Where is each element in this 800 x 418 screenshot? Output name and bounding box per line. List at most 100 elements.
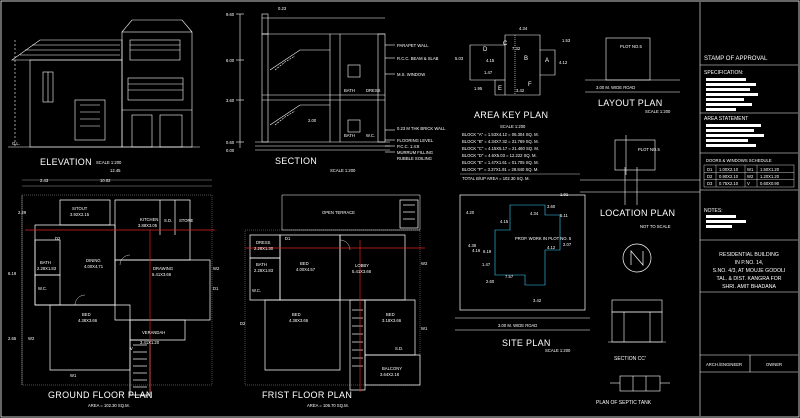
site-road: 3.00 M. WIDE ROAD xyxy=(498,323,537,328)
location-title: LOCATION PLAN xyxy=(600,208,675,218)
location-plot-label: PLOT NO.5 xyxy=(638,147,660,152)
ground-drawing-dim: 5.41X3.66 xyxy=(152,272,172,277)
site-prop-work: PROP. WORK IN PLOT NO. 5 xyxy=(515,236,572,241)
first-bath: BATH xyxy=(256,262,267,267)
area-key-dim-342: 3.42 xyxy=(516,88,525,93)
notes-redacted xyxy=(706,215,746,228)
ground-kitchen-dim: 3.88X3.05 xyxy=(138,223,158,228)
site-plan-title: SITE PLAN xyxy=(502,338,551,348)
site-dim-4: 4.15 xyxy=(500,219,509,224)
site-dim-12: 7.57 xyxy=(505,274,514,279)
area-key-block-b: B xyxy=(524,56,528,62)
ground-dining-dim: 4.00X4.71 xyxy=(84,264,104,269)
site-dim-0: 1.91 xyxy=(560,192,569,197)
project-title-line-1: RESIDENTIAL BUILDING xyxy=(719,252,779,258)
ground-bath: BATH xyxy=(40,260,51,265)
section-cc-title: SECTION CC' xyxy=(614,356,646,362)
septic-tank-drawing xyxy=(610,375,670,392)
arch-engineer-label: ARCH./ENGINEER xyxy=(706,362,742,367)
schedule-d3: D3 xyxy=(707,181,713,186)
area-statement-heading: AREA STATEMENT xyxy=(704,116,748,122)
title-panel xyxy=(699,2,798,416)
section-level-top: 9.60 xyxy=(226,12,235,17)
layout-drawing xyxy=(585,37,680,93)
section-dim-023: 0.23 xyxy=(278,6,287,11)
section-ms-window: M.S. WINDOW xyxy=(397,72,425,77)
first-bed-2-dim: 4.38X3.66 xyxy=(289,318,309,323)
specification-heading: SPECIFICATION: xyxy=(704,70,743,76)
schedule-d1-size: 1.00X2.10 xyxy=(719,167,739,172)
section-bath-2: BATH xyxy=(344,133,355,138)
ground-dim-a: 2.43 xyxy=(40,178,49,183)
section-title: SECTION xyxy=(275,156,317,166)
first-bed-3-dim: 3.18X3.66 xyxy=(382,318,402,323)
area-key-dim-503: 5.03 xyxy=(455,56,464,61)
section-level-0: 0.00 xyxy=(226,148,235,153)
ground-dim-b: 10.02 xyxy=(100,178,111,183)
first-balcony-dim: 3.64X2.18 xyxy=(380,372,400,377)
section-rubble: RUBBLE SOILING xyxy=(397,156,432,161)
layout-plot-label: PLOT NO.5 xyxy=(620,44,642,49)
ground-dining: DINING xyxy=(86,258,101,263)
ground-kitchen: KITCHEN xyxy=(140,217,158,222)
north-arrow-icon xyxy=(622,243,652,273)
first-d2: D2 xyxy=(240,321,246,326)
first-lobby-dim: 5.41X3.66 xyxy=(352,269,372,274)
area-total-line: TOTAL B/UP AREA = 102.30 SQ. M. xyxy=(462,176,530,181)
layout-scale: SCALE 1:200 xyxy=(645,109,671,114)
site-dim-6: 4.12 xyxy=(547,245,556,250)
septic-title: PLAN OF SEPTIC TANK xyxy=(596,400,652,406)
elevation-scale: SCALE 1:200 xyxy=(96,160,122,165)
ground-verandah: VERANDAH xyxy=(142,330,165,335)
section-brick: 0.23 M THK BRICK WALL xyxy=(397,126,446,131)
ground-dim-229: 2.29 xyxy=(18,210,27,215)
area-key-block-e: E xyxy=(498,86,502,92)
area-key-block-c: C xyxy=(503,41,508,47)
area-key-dim-415: 4.15 xyxy=(486,58,495,63)
area-key-block-d: D xyxy=(483,47,488,53)
schedule-d2-size: 0.90X2.10 xyxy=(719,174,739,179)
first-w1: W1 xyxy=(421,326,428,331)
area-key-dim-732: 7.32 xyxy=(512,46,521,51)
area-key-drawing xyxy=(469,34,556,96)
area-key-scale: SCALE 1:200 xyxy=(500,124,526,129)
ground-floor-area: AREA = 102.30 SQ.M. xyxy=(88,403,130,408)
ground-store: STORE xyxy=(179,218,194,223)
site-plan-scale: SCALE 1:200 xyxy=(545,348,571,353)
site-dim-14: 3.42 xyxy=(533,298,542,303)
first-open-terrace: OPEN TERRACE xyxy=(322,210,355,215)
ground-dim-619: 6.19 xyxy=(8,271,17,276)
first-bed-3: BED xyxy=(386,312,395,317)
first-sd: S.D. xyxy=(395,346,403,351)
first-d1: D1 xyxy=(285,236,291,241)
ground-wc: W.C. xyxy=(38,286,47,291)
first-bed-1-dim: 4.00X4.57 xyxy=(296,267,316,272)
section-scale: SCALE 1:200 xyxy=(330,168,356,173)
schedule-d2: D2 xyxy=(707,174,713,179)
schedule-v: V xyxy=(747,181,750,186)
ground-dim-total: 12.45 xyxy=(110,168,121,173)
first-floor-title: FRIST FLOOR PLAN xyxy=(262,390,352,400)
ground-w2-b: W2 xyxy=(28,336,35,341)
area-key-dim-434: 4.34 xyxy=(519,26,528,31)
ground-w2: W2 xyxy=(213,266,220,271)
first-dress-dim: 2.28X1.30 xyxy=(254,246,274,251)
section-cc-drawing xyxy=(608,299,666,343)
first-wc: W.C. xyxy=(252,288,261,293)
area-block-d-line: BLOCK "D" = 4.6X5.03 = 12.222 SQ. M. xyxy=(462,153,537,158)
first-bed-1: BED xyxy=(300,261,309,266)
ground-bed: BED xyxy=(82,312,91,317)
ground-floor-title: GROUND FLOOR PLAN xyxy=(48,390,153,400)
site-dim-5: 4.34 xyxy=(530,211,539,216)
first-bed-2: BED xyxy=(292,312,301,317)
area-key-block-f: F xyxy=(528,82,532,88)
project-title-line-3: S.NO. 4/3, AT MOUJE GODOLI xyxy=(713,268,786,274)
area-block-f-line: BLOCK "F" = 3.37X1.91 = 28.840 SQ. M. xyxy=(462,167,539,172)
section-level-3: 3.60 xyxy=(226,98,235,103)
section-level-06: 0.60 xyxy=(226,140,235,145)
project-title-line-5: SHRI. AMIT BHADANA xyxy=(722,284,776,290)
first-dress: DRESS xyxy=(256,240,271,245)
schedule-w1-size: 1.50X1.20 xyxy=(760,167,780,172)
